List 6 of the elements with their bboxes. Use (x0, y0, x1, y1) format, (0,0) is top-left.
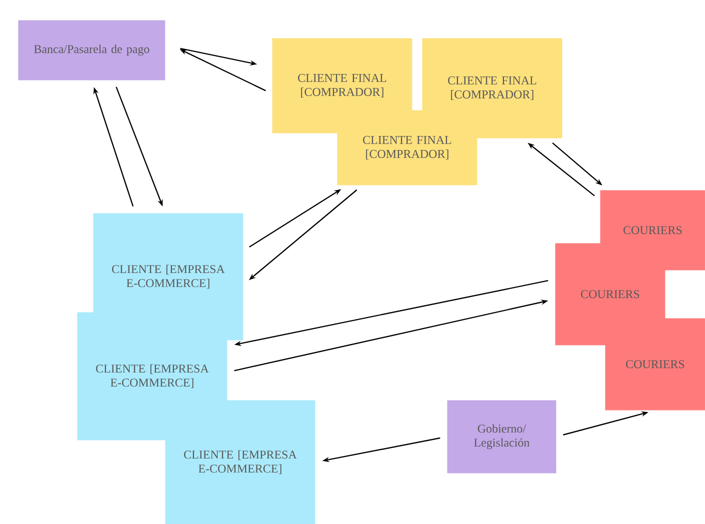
sticky-note: Banca/Pasarela de pago (18, 20, 166, 80)
sticky-note: CLIENTE FINAL [COMPRADOR] (337, 110, 478, 186)
sticky-note: CLIENTE [EMPRESA E-COMMERCE] (165, 400, 316, 524)
sticky-note: COURIERS (600, 190, 705, 270)
sticky-note: COURIERS (605, 318, 705, 410)
sticky-note: Gobierno/ Legislación (447, 400, 556, 474)
